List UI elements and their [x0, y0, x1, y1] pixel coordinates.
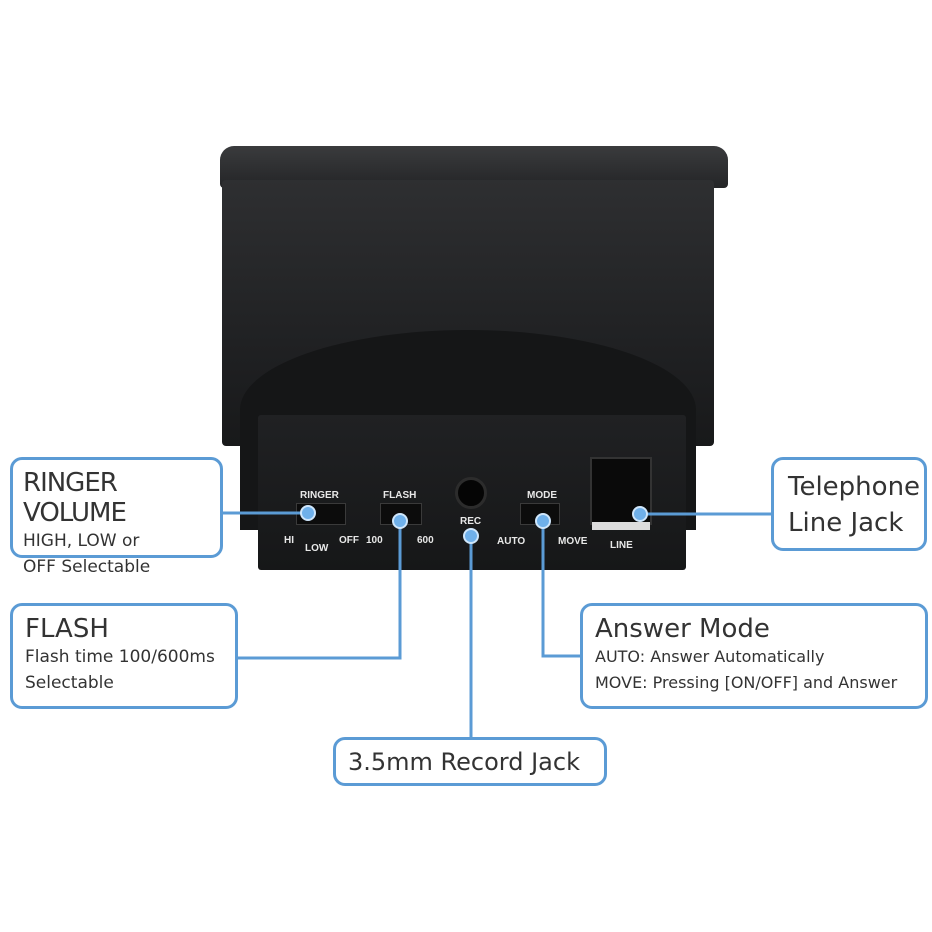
telephone-line-2: Line Jack	[788, 508, 904, 538]
flash-desc-2: Selectable	[25, 673, 114, 693]
ringer-callout: RINGER VOLUME HIGH, LOW or OFF Selectabl…	[10, 457, 223, 577]
telephone-line-1: Telephone	[788, 472, 921, 502]
line-jack	[590, 457, 652, 525]
record-jack	[455, 477, 487, 509]
line-dot	[632, 506, 648, 522]
ringer-desc-1: HIGH, LOW or	[23, 531, 140, 551]
ringer-hi: HI	[284, 535, 294, 546]
answer-desc-2: MOVE: Pressing [ON/OFF] and Answer	[595, 673, 898, 692]
flash-600: 600	[417, 535, 434, 546]
answer-leader	[541, 521, 580, 658]
mode-label: MODE	[527, 490, 557, 501]
line-label: LINE	[610, 540, 633, 551]
rec-label: REC	[460, 516, 482, 527]
answer-mode-callout: Answer Mode AUTO: Answer Automatically M…	[580, 603, 928, 709]
telephone-callout: Telephone Line Jack	[771, 457, 927, 551]
ringer-low: LOW	[305, 543, 329, 554]
flash-desc-1: Flash time 100/600ms	[25, 647, 215, 667]
line-jack-clip	[592, 522, 650, 530]
ringer-off: OFF	[339, 535, 359, 546]
mode-move: MOVE	[558, 536, 588, 547]
flash-100: 100	[366, 535, 383, 546]
ringer-label: RINGER	[300, 490, 339, 501]
flash-title: FLASH	[25, 614, 109, 644]
answer-title: Answer Mode	[595, 614, 770, 644]
flash-leader	[237, 521, 402, 660]
ringer-dot	[300, 505, 316, 521]
flash-dot	[392, 513, 408, 529]
record-title: 3.5mm Record Jack	[348, 748, 580, 776]
record-dot	[463, 528, 479, 544]
flash-label: FLASH	[383, 490, 417, 501]
ringer-title: RINGER VOLUME	[23, 468, 127, 528]
mode-dot	[535, 513, 551, 529]
answer-desc-1: AUTO: Answer Automatically	[595, 647, 825, 666]
mode-auto: AUTO	[497, 536, 526, 547]
flash-callout: FLASH Flash time 100/600ms Selectable	[10, 603, 238, 709]
ringer-desc-2: OFF Selectable	[23, 557, 151, 577]
record-jack-callout: 3.5mm Record Jack	[333, 737, 607, 786]
